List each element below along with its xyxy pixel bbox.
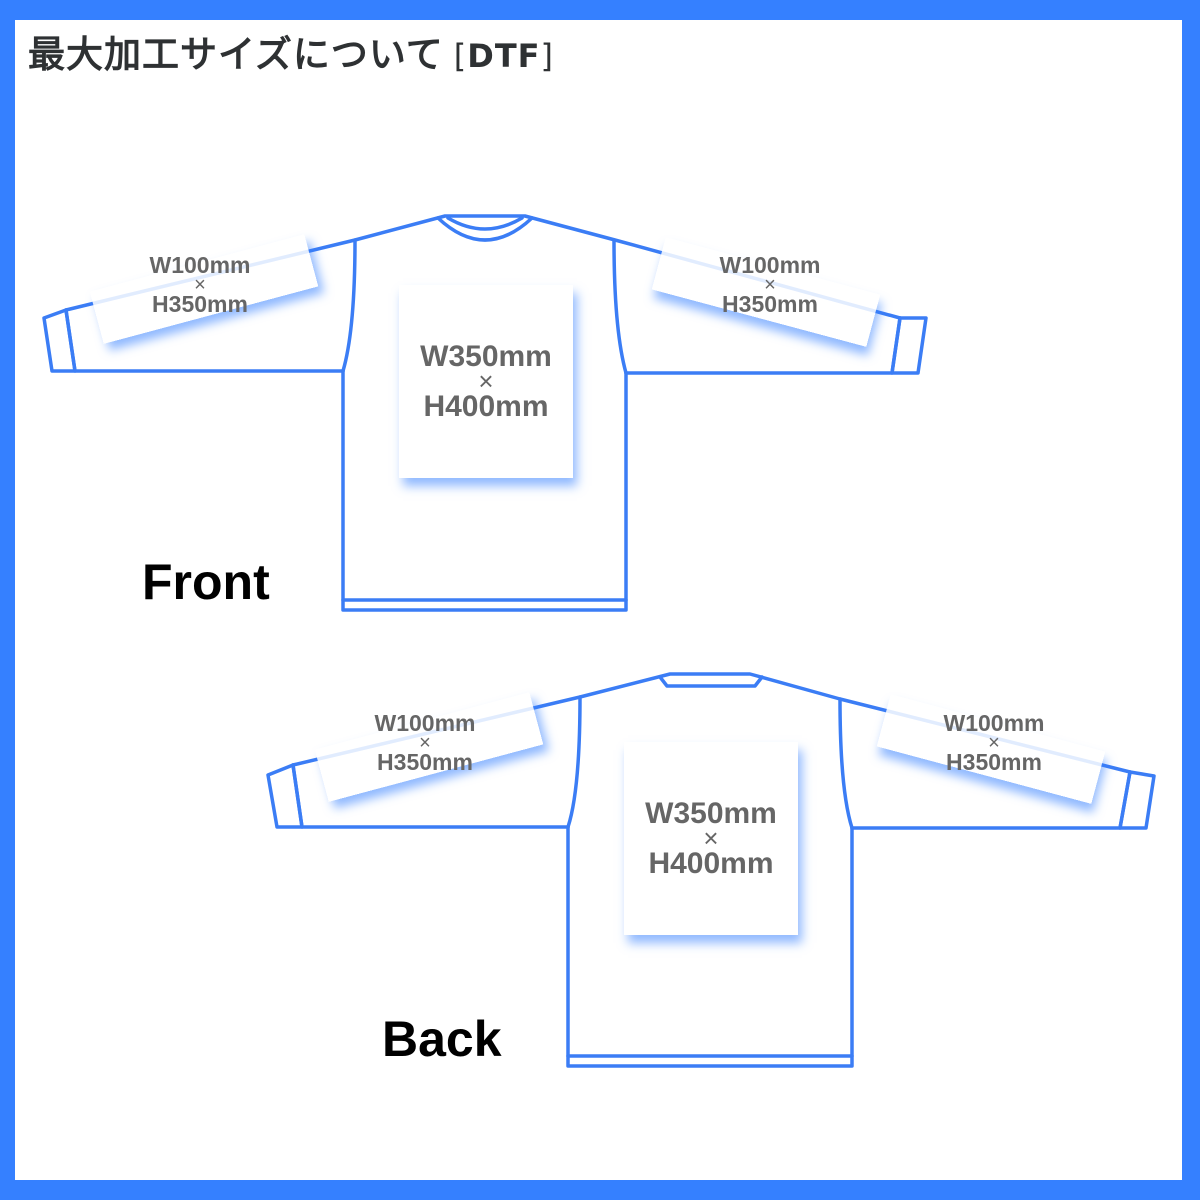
back-body-height: H400mm bbox=[648, 846, 774, 880]
front-right-sleeve-label: W100mm × H350mm bbox=[719, 252, 821, 317]
times-sign: × bbox=[478, 366, 494, 397]
back-body-width: W350mm bbox=[645, 796, 777, 830]
title-main: 最大加工サイズについて bbox=[28, 33, 444, 76]
back-right-sleeve-label: W100mm × H350mm bbox=[943, 710, 1045, 775]
front-body-height: H400mm bbox=[423, 389, 549, 423]
back-body-print-area: W350mm × H400mm bbox=[624, 742, 798, 935]
front-body-print-area: W350mm × H400mm bbox=[399, 285, 573, 478]
times-sign: × bbox=[703, 823, 719, 854]
front-left-sleeve-label: W100mm × H350mm bbox=[149, 252, 251, 317]
front-label: Front bbox=[142, 554, 270, 610]
back-left-sleeve-label: W100mm × H350mm bbox=[374, 710, 476, 775]
title-tag: [DTF] bbox=[453, 37, 554, 75]
page-title: 最大加工サイズについて[DTF] bbox=[28, 24, 554, 78]
back-label: Back bbox=[382, 1011, 502, 1067]
front-body-width: W350mm bbox=[420, 339, 552, 373]
